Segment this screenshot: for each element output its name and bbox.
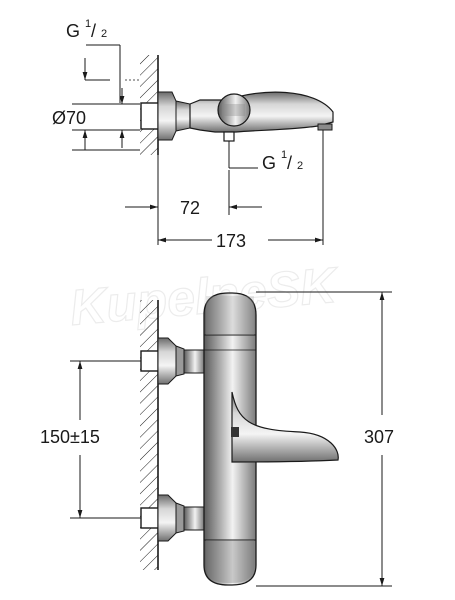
top-handle [206, 296, 254, 335]
thermostat-body [203, 292, 257, 586]
front-view: 307 150±15 [40, 291, 394, 587]
thread-bottom-numerator: 1 [281, 149, 287, 161]
thread-bottom-denominator: 2 [297, 160, 303, 172]
handle-knob [217, 93, 251, 127]
thread-bottom-label: G [262, 153, 276, 173]
thread-bottom-slash: / [287, 153, 292, 173]
diameter-label: Ø70 [52, 108, 86, 128]
dim-72-label: 72 [180, 198, 200, 218]
upper-nipple [140, 350, 159, 372]
rosette [157, 91, 177, 141]
bottom-handle [206, 540, 254, 583]
upper-connector [183, 349, 205, 374]
wall-hatch-bottom [140, 300, 158, 570]
bottom-outlet [223, 131, 235, 142]
lower-nipple [140, 507, 159, 529]
dim-173-label: 173 [216, 231, 246, 251]
inlet-nipple [140, 102, 159, 130]
spout-body [189, 91, 334, 133]
thread-top-denominator: 2 [101, 28, 107, 40]
dim-307-label: 307 [364, 427, 394, 447]
spout-outlet [231, 427, 239, 437]
handle-band [222, 104, 245, 116]
connector [175, 100, 191, 132]
spout-front [231, 391, 339, 463]
upper-connector-ring [175, 345, 185, 377]
thread-top-numerator: 1 [85, 18, 91, 30]
dim-150-label: 150±15 [40, 427, 100, 447]
lower-rosette [157, 494, 177, 542]
lower-connector-ring [175, 502, 185, 534]
lower-connector [183, 506, 205, 531]
aerator [317, 123, 333, 131]
upper-rosette [157, 337, 177, 385]
side-view: G 1 / 2 Ø70 G 1 / 2 72 173 [52, 18, 334, 251]
thread-top-label: G [66, 21, 80, 41]
thread-top-slash: / [91, 21, 96, 41]
